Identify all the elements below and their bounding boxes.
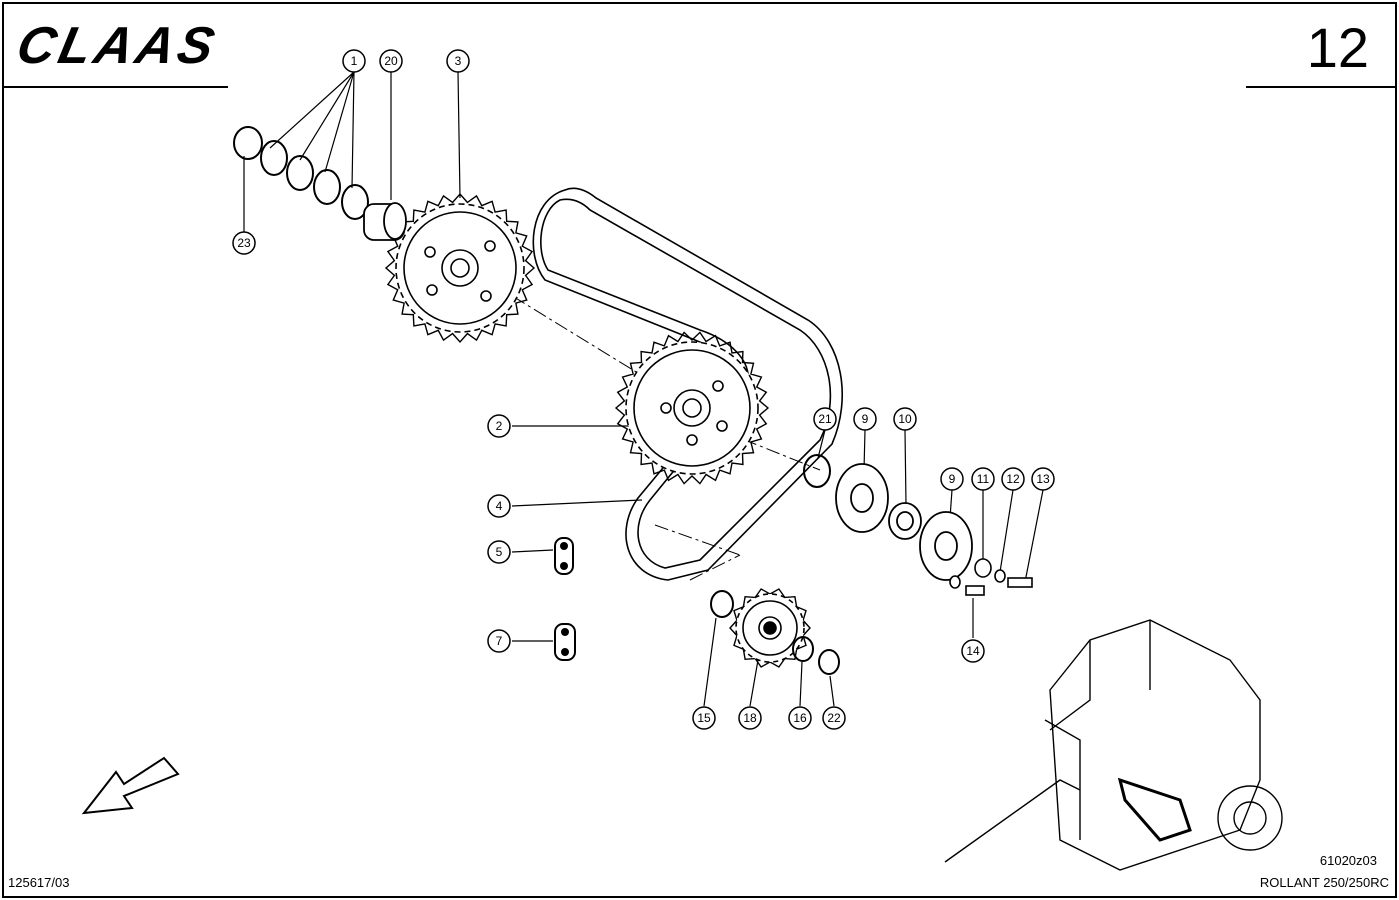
callout-label: 23 bbox=[237, 236, 251, 250]
callout-4: 4 bbox=[487, 494, 511, 518]
callout-label: 20 bbox=[384, 54, 398, 68]
callout-circle bbox=[232, 231, 256, 255]
callout-10: 10 bbox=[893, 407, 917, 431]
callout-13: 13 bbox=[1031, 467, 1055, 491]
page-number: 12 bbox=[1306, 16, 1369, 79]
leader-lines bbox=[243, 71, 1044, 707]
baler-thumbnail bbox=[944, 619, 1283, 871]
callout-12: 12 bbox=[1001, 467, 1025, 491]
chain-link-7 bbox=[554, 623, 576, 661]
sprocket-teeth bbox=[384, 192, 536, 344]
chain-link-5 bbox=[554, 537, 574, 575]
callout-22: 22 bbox=[822, 706, 846, 730]
callout-15: 15 bbox=[692, 706, 716, 730]
callout-2: 2 bbox=[487, 414, 511, 438]
callout-circle bbox=[971, 467, 995, 491]
callout-14: 14 bbox=[961, 639, 985, 663]
callout-9: 9 bbox=[853, 407, 877, 431]
callout-label: 14 bbox=[966, 644, 980, 658]
callout-circle bbox=[813, 407, 837, 431]
callout-label: 1 bbox=[351, 54, 358, 68]
callout-18: 18 bbox=[738, 706, 762, 730]
sprocket-3 bbox=[384, 192, 536, 344]
callout-label: 9 bbox=[862, 412, 869, 426]
callout-label: 11 bbox=[977, 472, 990, 486]
model-name: ROLLANT 250/250RC bbox=[1259, 875, 1389, 890]
callout-circle bbox=[379, 49, 403, 73]
callout-circle bbox=[446, 49, 470, 73]
callout-circle bbox=[738, 706, 762, 730]
sprocket-teeth bbox=[729, 588, 811, 668]
callout-label: 10 bbox=[898, 412, 912, 426]
callout-circle bbox=[487, 540, 511, 564]
bushing-20 bbox=[363, 202, 407, 241]
callout-7: 7 bbox=[487, 629, 511, 653]
callout-circle bbox=[961, 639, 985, 663]
callout-23: 23 bbox=[232, 231, 256, 255]
callout-label: 7 bbox=[496, 634, 503, 648]
brand-logo: CLAAS bbox=[11, 17, 224, 75]
arrow-down-left-icon bbox=[81, 756, 180, 815]
sprocket-18 bbox=[729, 588, 811, 668]
sprocket-2 bbox=[614, 331, 770, 485]
document-number: 125617/03 bbox=[8, 875, 70, 890]
callout-circle bbox=[788, 706, 812, 730]
callout-circle bbox=[487, 494, 511, 518]
callout-label: 13 bbox=[1036, 472, 1050, 486]
fasteners bbox=[949, 558, 1033, 596]
bearing-10 bbox=[888, 502, 922, 540]
rings bbox=[233, 126, 840, 675]
callout-3: 3 bbox=[446, 49, 470, 73]
callout-label: 4 bbox=[496, 499, 503, 513]
callout-circle bbox=[692, 706, 716, 730]
callout-label: 3 bbox=[455, 54, 462, 68]
figure-code: 61020z03 bbox=[1319, 853, 1377, 868]
callout-label: 9 bbox=[949, 472, 956, 486]
flange-9-b bbox=[919, 511, 973, 581]
callout-label: 22 bbox=[827, 711, 841, 725]
callout-label: 2 bbox=[496, 419, 503, 433]
callout-1: 1 bbox=[342, 49, 366, 73]
callout-circle bbox=[1001, 467, 1025, 491]
chain-loop bbox=[532, 187, 843, 581]
sprocket-teeth bbox=[614, 331, 770, 485]
callout-9: 9 bbox=[940, 467, 964, 491]
callout-group: 1 20 3 23 2 21 9 10 9 11 12 13 4 5 7 14 15 18 16 22 bbox=[232, 49, 1055, 730]
callout-circle bbox=[1031, 467, 1055, 491]
callout-label: 15 bbox=[697, 711, 711, 725]
callout-circle bbox=[487, 629, 511, 653]
callout-label: 18 bbox=[743, 711, 757, 725]
callout-11: 11 bbox=[971, 467, 995, 491]
callout-21: 21 bbox=[813, 407, 837, 431]
flange-9-a bbox=[835, 463, 889, 533]
callout-label: 12 bbox=[1006, 472, 1020, 486]
callout-5: 5 bbox=[487, 540, 511, 564]
callout-circle bbox=[853, 407, 877, 431]
callout-circle bbox=[940, 467, 964, 491]
callout-circle bbox=[487, 414, 511, 438]
callout-20: 20 bbox=[379, 49, 403, 73]
callout-label: 16 bbox=[793, 711, 807, 725]
callout-circle bbox=[342, 49, 366, 73]
callout-label: 5 bbox=[496, 545, 503, 559]
callout-circle bbox=[893, 407, 917, 431]
callout-circle bbox=[822, 706, 846, 730]
callout-label: 21 bbox=[818, 412, 832, 426]
callout-16: 16 bbox=[788, 706, 812, 730]
